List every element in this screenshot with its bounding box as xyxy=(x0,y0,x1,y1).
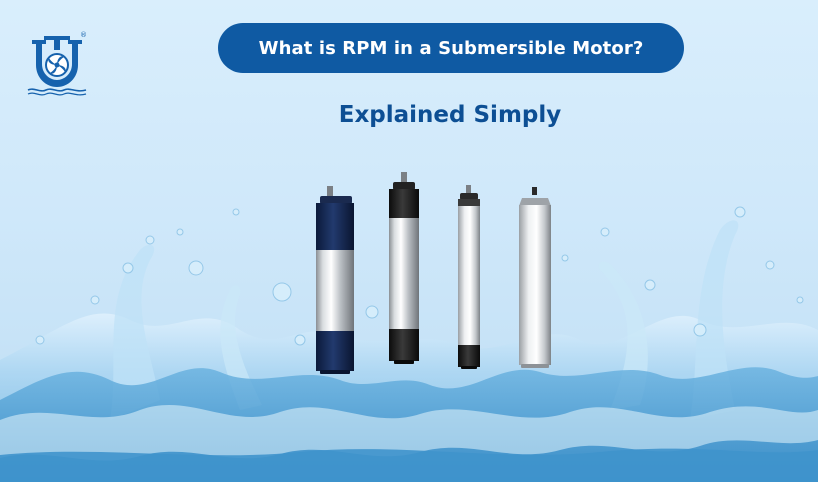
water-surface xyxy=(0,448,818,482)
title-banner: What is RPM in a Submersible Motor? xyxy=(218,23,684,73)
page-title: What is RPM in a Submersible Motor? xyxy=(258,37,644,59)
brand-logo[interactable]: ® xyxy=(26,30,88,96)
water-pump-logo-icon: ® xyxy=(27,31,87,96)
splash-arm-left xyxy=(110,244,160,420)
splash-foam xyxy=(0,405,818,461)
registered-mark: ® xyxy=(80,31,87,39)
splash-arm-right xyxy=(690,220,739,420)
page-subtitle: Explained Simply xyxy=(338,102,562,128)
motor-black-silver-tall xyxy=(389,172,419,364)
motor-black-silver-large xyxy=(316,186,354,374)
motor-all-silver xyxy=(519,187,551,368)
motor-slim-silver-black xyxy=(458,185,480,369)
droplets xyxy=(35,206,804,346)
